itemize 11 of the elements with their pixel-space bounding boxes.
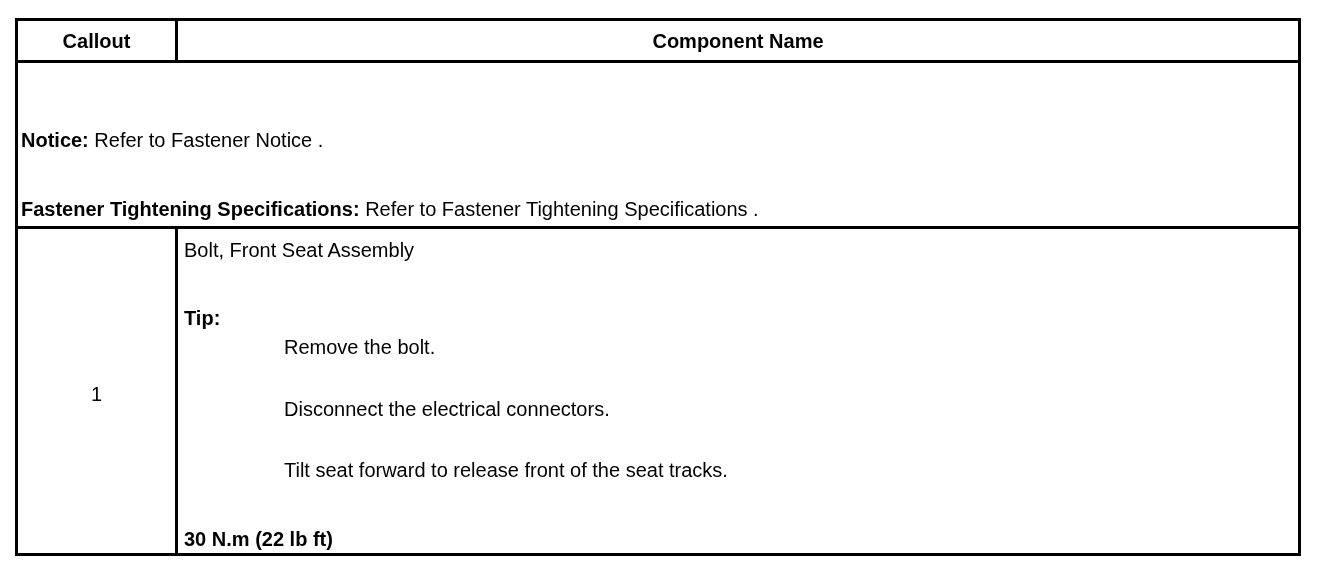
column-header: Component Name: [651, 29, 825, 53]
specification-note: Fastener Tightening Specifications: Refer to Fastener Tightening Specifications .: [21, 197, 759, 221]
torque-specification: 30 N.m (22 lb ft): [184, 527, 333, 551]
step-text: Remove the bolt.: [284, 335, 436, 359]
tip-heading: Tip:: [184, 306, 221, 330]
column-header: Callout: [61, 29, 132, 53]
step-text: Tilt seat forward to release front of the seat tracks.: [284, 458, 728, 482]
notice-text: Notice: Refer to Fastener Notice .: [21, 128, 324, 152]
callout-number: 1: [89, 382, 104, 406]
component-name: Bolt, Front Seat Assembly: [184, 238, 415, 262]
step-text: Disconnect the electrical connectors.: [284, 397, 610, 421]
